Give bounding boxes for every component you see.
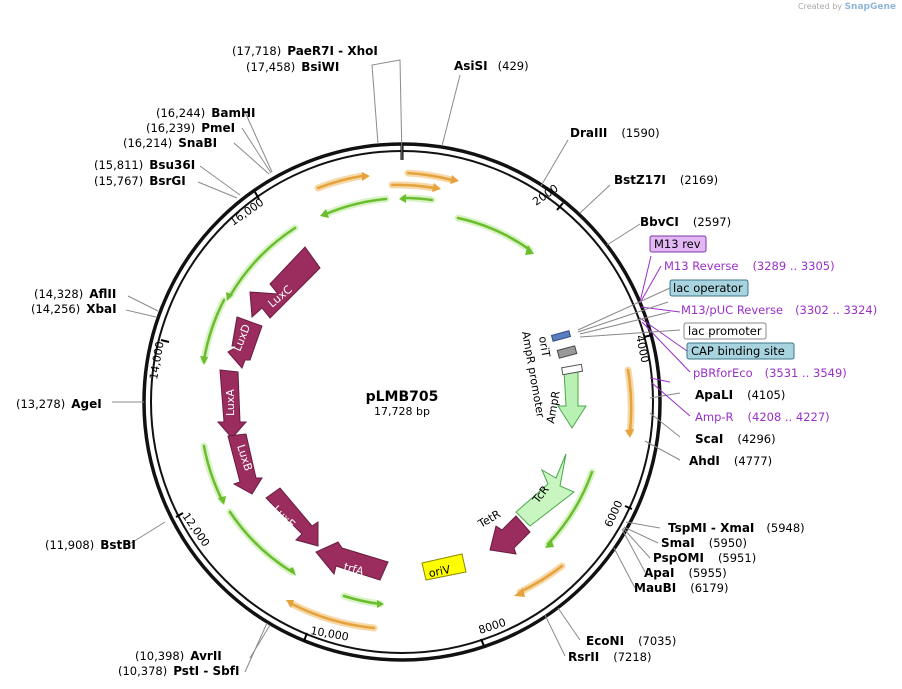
site-pmei: (16,239)PmeI <box>146 121 235 135</box>
lac-operator-label: lac operator <box>673 281 743 295</box>
ampr-promoter-box <box>561 363 584 376</box>
site-pspomi: PspOMI(5951) <box>653 551 756 565</box>
trfa-arrow <box>315 541 389 581</box>
tick-label-4000: 4000 <box>633 334 652 364</box>
lac-operator-box <box>669 279 749 297</box>
m13-rev-label: M13 rev <box>654 237 701 251</box>
site-asisi: AsiSI(429) <box>454 59 529 73</box>
site-bbvci: BbvCI(2597) <box>640 215 731 229</box>
oriv-box <box>421 553 467 581</box>
m13-rev-box <box>649 235 707 253</box>
tick-mark-12000 <box>175 512 184 518</box>
arc-arrowheads <box>200 172 634 608</box>
snapgene-logo-text: SnapGene <box>844 2 896 12</box>
site-psti-sbfi: (10,378)PstI - SbfI <box>118 664 239 678</box>
lac-promoter-label: lac promoter <box>688 324 762 338</box>
site-ahdi: AhdI(4777) <box>689 454 772 468</box>
tick-label-10000: 10,000 <box>309 624 349 643</box>
cap-binding-site-label: CAP binding site <box>691 344 785 358</box>
tick-mark-2000 <box>556 202 564 211</box>
tcr-arrow <box>515 453 575 527</box>
ampr-label: AmpR <box>544 390 563 425</box>
tick-mark-8000 <box>480 638 485 647</box>
site-avrii: (10,398)AvrII <box>135 649 222 663</box>
orit-box <box>556 345 578 359</box>
plasmid-name: pLMB705 <box>366 389 439 405</box>
site-bstbi: (11,908)BstBI <box>45 538 136 552</box>
luxc-arrow <box>249 246 321 319</box>
site-paer7i-xhoi: (17,718)PaeR7I - XhoI <box>232 44 378 58</box>
orit-label: oriT <box>536 335 553 358</box>
site-apali: ApaLI(4105) <box>695 388 785 402</box>
brand-created-by: Created by <box>798 2 843 11</box>
pbrforeco: pBRforEco(3531 .. 3549) <box>693 366 847 380</box>
cap-binding-site-box <box>686 342 795 360</box>
tick-mark-4000 <box>643 334 653 338</box>
snapgene-brand: Created by SnapGene <box>798 2 896 12</box>
site-scai: ScaI(4296) <box>695 432 776 446</box>
m13-puc-reverse: M13/pUC Reverse(3302 .. 3324) <box>681 303 877 317</box>
tick-label-16000: 16,000 <box>227 196 266 229</box>
annotation-leader-lines <box>639 255 691 417</box>
luxa-arrow <box>216 369 248 439</box>
lux-operon <box>216 246 531 581</box>
plasmid-size: 17,728 bp <box>374 405 430 418</box>
tick-mark-6000 <box>624 505 633 510</box>
tick-label-8000: 8000 <box>477 616 508 637</box>
amp-r: Amp-R(4208 .. 4227) <box>695 410 830 424</box>
tetr-arrow <box>489 515 531 555</box>
luxb-arrow <box>227 433 263 495</box>
site-xbai: (14,256)XbaI <box>31 302 117 316</box>
site-apai: ApaI(5955) <box>644 566 727 580</box>
site-draiii: DraIII(1590) <box>570 126 660 140</box>
m13-reverse: M13 Reverse(3289 .. 3305) <box>664 259 835 273</box>
site-bsu36i: (15,811)Bsu36I <box>94 158 195 172</box>
ampr-arrow <box>557 369 587 429</box>
site-leader-lines <box>112 59 681 673</box>
trfa-label: trfA <box>342 560 365 578</box>
site-bsrgi: (15,767)BsrGI <box>94 174 186 188</box>
site-bamhi: (16,244)BamHI <box>156 106 255 120</box>
site-econi: EcoNI(7035) <box>586 634 676 648</box>
site-bsiwi: (17,458)BsiWI <box>246 60 339 74</box>
tick-mark-16000 <box>254 191 260 200</box>
tick-mark-10000 <box>303 632 308 642</box>
feature-leader-lines <box>577 287 681 338</box>
lac-elements-box <box>550 330 572 342</box>
site-maubi: MauBI(6179) <box>634 581 728 595</box>
site-tspmi-xmai: TspMI - XmaI(5948) <box>668 521 805 535</box>
site-snabi: (16,214)SnaBI <box>123 136 217 150</box>
site-smai: SmaI(5950) <box>661 536 747 550</box>
luxd-arrow <box>227 316 263 369</box>
luxa-label: LuxA <box>224 389 237 416</box>
site-bstz17i: BstZ17I(2169) <box>614 173 718 187</box>
site-agei: (13,278)AgeI <box>16 397 102 411</box>
tick-mark-14000 <box>160 339 170 343</box>
luxe-arrow <box>265 487 319 547</box>
oriv-label: oriV <box>428 563 453 580</box>
site-rsrii: RsrII(7218) <box>568 650 651 664</box>
site-aflii: (14,328)AflII <box>34 287 116 301</box>
lac-promoter-box <box>683 322 767 340</box>
